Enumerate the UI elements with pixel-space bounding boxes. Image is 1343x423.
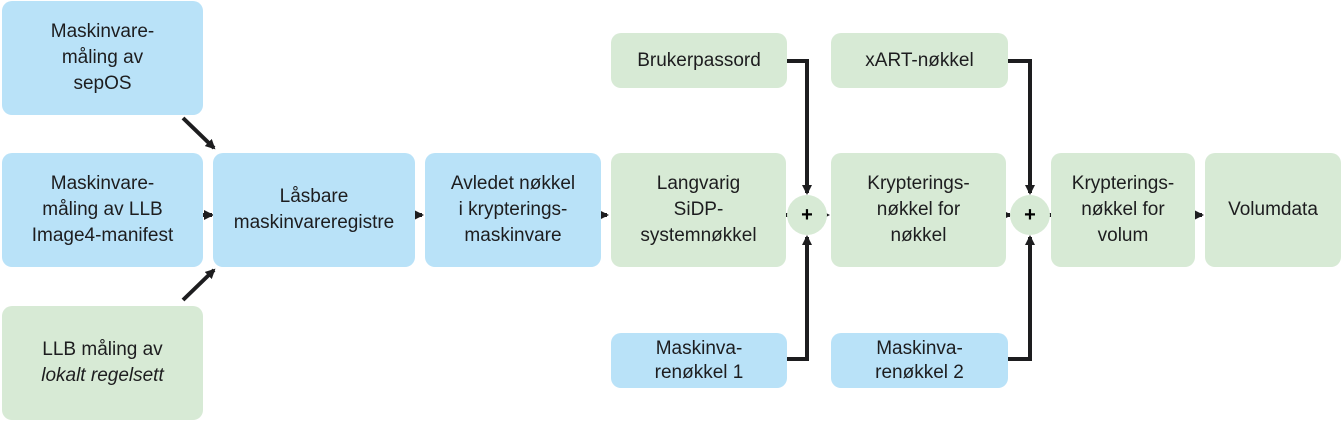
node-user-password: Brukerpassord <box>611 33 787 88</box>
node-hardware-key-2: Maskinva-renøkkel 2 <box>831 333 1008 388</box>
arrow-hwkey1-to-plus1 <box>787 235 812 361</box>
node-hardware-key-1: Maskinva-renøkkel 1 <box>611 333 787 388</box>
arrow-password-to-plus1 <box>787 59 812 195</box>
combine-operator-2: + <box>1010 195 1050 235</box>
node-xart-key: xART-nøkkel <box>831 33 1008 88</box>
arrow-sepos-to-registers <box>181 116 216 150</box>
arrow-xart-to-plus2 <box>1008 59 1035 195</box>
arrow-hwkey2-to-plus2 <box>1008 235 1035 361</box>
arrow-policy-to-registers <box>181 268 216 302</box>
node-volume-data: Volumdata <box>1205 153 1341 267</box>
combine-operator-1: + <box>787 195 827 235</box>
